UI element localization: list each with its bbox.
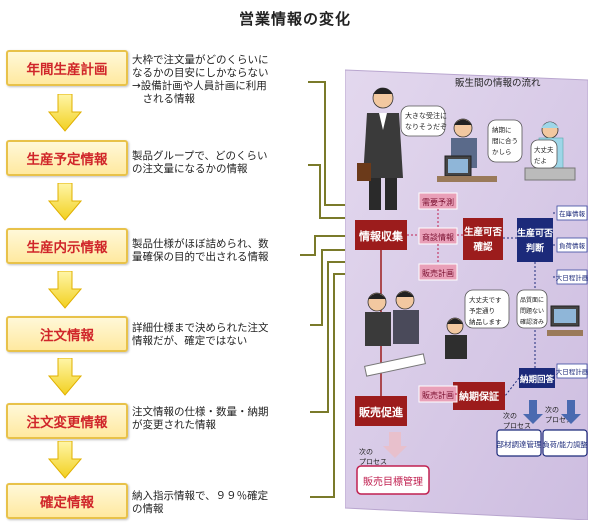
load-capacity-box: 負荷/能力調整	[542, 429, 588, 457]
sales-plan-box: 販売計画	[418, 263, 458, 281]
speech-bubble: 大丈夫です 予定通り 納品します	[464, 289, 510, 329]
stage-description: 大枠で注文量がどのくらいになるかの目安にしかならない→設備計画や人員計画に利用 …	[132, 54, 269, 105]
svg-text:納期保証: 納期保証	[459, 390, 499, 403]
svg-text:商談情報: 商談情報	[422, 232, 454, 242]
svg-text:予定通り: 予定通り	[469, 306, 495, 315]
svg-text:間に合う: 間に合う	[492, 136, 518, 145]
sales-plan-box: 販売計画	[418, 385, 458, 403]
svg-text:確認済み: 確認済み	[520, 318, 544, 326]
stage-annual-plan: 年間生産計画	[6, 50, 128, 86]
svg-text:販売計画: 販売計画	[422, 268, 454, 278]
stage-description: 納入指示情報で、９９％確定の情報	[132, 490, 269, 515]
svg-text:部材調達管理: 部材調達管理	[497, 439, 542, 449]
down-arrow-icon	[48, 358, 82, 396]
stage-production-notice: 生産内示情報	[6, 228, 128, 264]
svg-text:かしら: かしら	[492, 148, 512, 156]
svg-text:負荷/能力調整: 負荷/能力調整	[543, 440, 587, 449]
svg-text:プロセス: プロセス	[545, 416, 573, 424]
diagram-title: 販生間の情報の流れ	[455, 77, 541, 89]
svg-text:販売計画: 販売計画	[422, 390, 454, 400]
down-arrow-icon	[48, 271, 82, 309]
office-worker-figure	[437, 118, 497, 182]
svg-text:納期に: 納期に	[492, 125, 512, 134]
inventory-box: 在庫情報	[559, 209, 586, 218]
capacity-box: 負荷情報	[559, 241, 586, 250]
speech-bubble: 大きな受注に なりそうだぞ	[400, 105, 447, 137]
svg-text:確認: 確認	[473, 241, 493, 253]
stage-confirmed: 確定情報	[6, 483, 128, 519]
stage-description: 製品仕様がほぼ詰められ、数量確保の目的で出される情報	[132, 238, 269, 263]
down-arrow-icon	[48, 441, 82, 479]
svg-text:だよ: だよ	[534, 157, 547, 165]
svg-text:情報収集: 情報収集	[359, 229, 404, 243]
delivery-guarantee-box: 納期保証	[453, 382, 505, 410]
next-process-label: 次の プロセス	[503, 411, 531, 430]
stage-description: 注文情報の仕様・数量・納期が変更された情報	[132, 406, 269, 431]
sales-production-flow-diagram: 販生間の情報の流れ 大きな受注に なりそうだぞ 納期に 間に合う かしら	[345, 69, 588, 520]
stage-order: 注文情報	[6, 316, 128, 352]
svg-text:問題ない: 問題ない	[520, 308, 544, 315]
schedule-box: 大日程計画	[556, 367, 588, 376]
svg-text:プロセス: プロセス	[503, 422, 531, 430]
stage-production-forecast: 生産予定情報	[6, 140, 128, 176]
svg-text:品質面に: 品質面に	[520, 296, 544, 304]
sales-promotion-box: 販売促進	[355, 396, 407, 426]
schedule-box: 大日程計画	[556, 273, 588, 282]
deal-info-box: 商談情報	[418, 227, 458, 245]
svg-text:プロセス: プロセス	[359, 458, 387, 466]
svg-text:次の: 次の	[359, 447, 373, 456]
stage-description: 製品グループで、どのくらいの注文量になるかの情報	[132, 150, 268, 175]
info-collect-box: 情報収集	[355, 220, 407, 250]
svg-text:納期回答: 納期回答	[520, 374, 555, 385]
svg-text:需要予測: 需要予測	[422, 197, 454, 207]
meeting-figures	[364, 290, 426, 377]
next-process-label: 次の プロセス	[359, 447, 387, 466]
production-confirm-box: 生産可否 確認	[463, 218, 503, 260]
stage-order-change: 注文変更情報	[6, 403, 128, 439]
salesperson-figure	[357, 87, 403, 210]
svg-text:大丈夫です: 大丈夫です	[469, 295, 502, 304]
down-arrow-icon	[48, 183, 82, 221]
production-judge-box: 生産可否 判断	[517, 218, 553, 262]
svg-text:大きな受注に: 大きな受注に	[405, 111, 447, 120]
speech-bubble: 納期に 間に合う かしら	[487, 119, 523, 163]
svg-text:納品します: 納品します	[469, 317, 502, 326]
parts-procurement-box: 部材調達管理	[496, 429, 542, 457]
phone-worker-figure	[445, 317, 467, 359]
down-arrow-icon	[48, 94, 82, 132]
monitor-icon	[547, 305, 583, 336]
next-process-label: 次の プロセス	[545, 405, 573, 424]
stage-description: 詳細仕様まで決められた注文情報だが、確定ではない	[132, 322, 269, 347]
svg-text:判断: 判断	[526, 242, 544, 254]
speech-bubble: 大丈夫 だよ	[530, 139, 558, 169]
demand-forecast-box: 需要予測	[418, 192, 458, 210]
sales-target-box: 販売目標管理	[356, 465, 430, 495]
svg-text:なりそうだぞ: なりそうだぞ	[405, 123, 447, 131]
svg-text:生産可否: 生産可否	[464, 226, 503, 238]
svg-text:生産可否: 生産可否	[517, 227, 553, 239]
svg-text:販売目標管理: 販売目標管理	[363, 475, 423, 488]
svg-text:次の: 次の	[545, 405, 559, 414]
svg-text:次の: 次の	[503, 411, 517, 420]
svg-text:販売促進: 販売促進	[359, 405, 404, 419]
speech-bubble: 品質面に 問題ない 確認済み	[516, 289, 548, 329]
delivery-reply-box: 納期回答	[519, 368, 555, 388]
svg-text:大丈夫: 大丈夫	[534, 145, 554, 154]
page-title: 営業情報の変化	[238, 10, 351, 28]
